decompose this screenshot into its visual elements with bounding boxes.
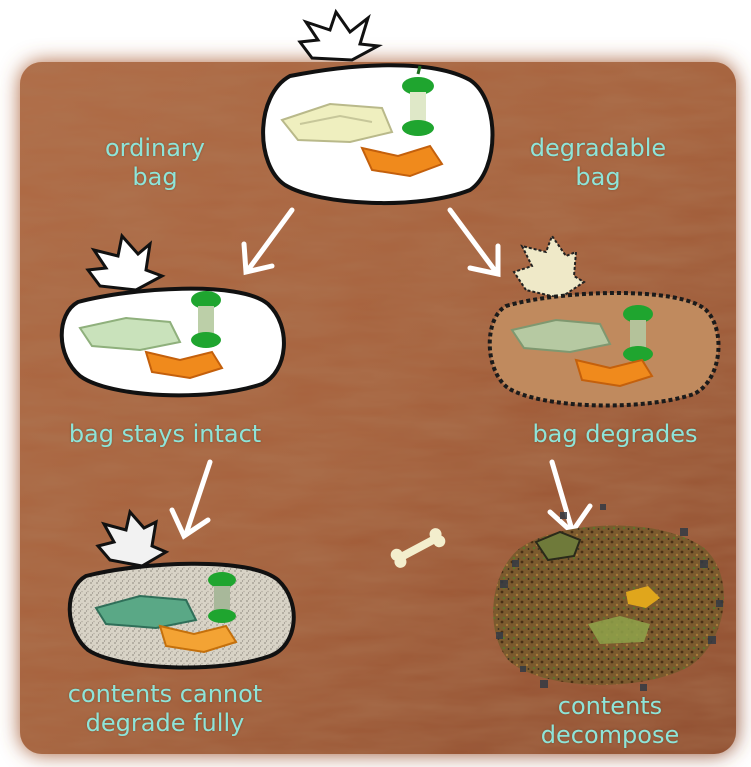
label-line: contents cannot [30, 680, 300, 709]
bag-knot-icon [300, 12, 378, 60]
label-line: decompose [520, 721, 700, 750]
label-bag-stays-intact: bag stays intact [40, 420, 290, 449]
label-degradable-bag: degradable bag [508, 134, 688, 192]
label-line: ordinary [80, 134, 230, 163]
label-ordinary-bag: ordinary bag [80, 134, 230, 192]
top-bag [263, 12, 492, 203]
label-line: contents [520, 692, 700, 721]
label-bag-degrades: bag degrades [500, 420, 730, 449]
label-line: bag [508, 163, 688, 192]
label-line: degradable [508, 134, 688, 163]
label-line: degrade fully [30, 709, 300, 738]
label-contents-cannot-degrade: contents cannot degrade fully [30, 680, 300, 738]
label-contents-decompose: contents decompose [520, 692, 700, 750]
label-line: bag [80, 163, 230, 192]
